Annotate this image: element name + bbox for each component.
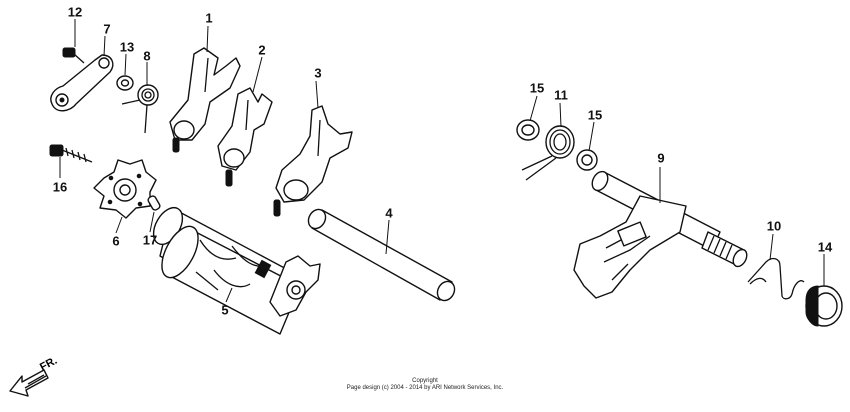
shift-fork-2 [217,87,273,187]
callout-10: 10 [766,218,782,234]
gearshift-spindle-9 [573,170,748,299]
callout-15-left: 15 [529,80,545,96]
stopper-spring-8 [121,84,159,134]
callout-8: 8 [143,48,151,64]
pin-17 [147,195,161,211]
callout-4: 4 [385,205,393,221]
bolt-16 [49,144,93,163]
oil-seal-14 [805,285,843,327]
fork-shaft-4 [307,208,456,302]
callout-2: 2 [258,42,266,58]
copyright-line-1: Copyright [412,378,438,384]
callout-11: 11 [554,87,568,103]
shift-drum-5 [152,206,321,335]
callout-14: 14 [817,239,833,255]
shift-fork-1 [169,47,241,153]
callout-16: 16 [52,179,68,195]
return-spring-11 [521,125,575,181]
callout-3: 3 [314,65,322,81]
callout-13: 13 [119,39,135,55]
cam-plate-6 [93,159,157,219]
callout-5: 5 [221,302,229,318]
front-direction-arrow-icon [9,369,49,397]
leader-lines [59,19,825,303]
callout-12: 12 [67,4,83,20]
circlip-15-right [576,149,598,171]
torsion-spring-10 [747,257,805,300]
callout-17: 17 [142,232,158,248]
stopper-arm-7 [50,54,114,112]
copyright-line-2: Page design (c) 2004 - 2014 by ARI Netwo… [346,385,504,391]
shift-fork-3 [273,105,353,217]
callout-9: 9 [657,150,665,166]
callout-1: 1 [205,10,213,26]
callout-6: 6 [112,233,120,249]
bolt-12 [62,47,85,64]
circlip-15-left [516,119,540,141]
callout-7: 7 [103,21,111,37]
callout-15-right: 15 [587,107,603,123]
washer-13 [116,75,134,91]
